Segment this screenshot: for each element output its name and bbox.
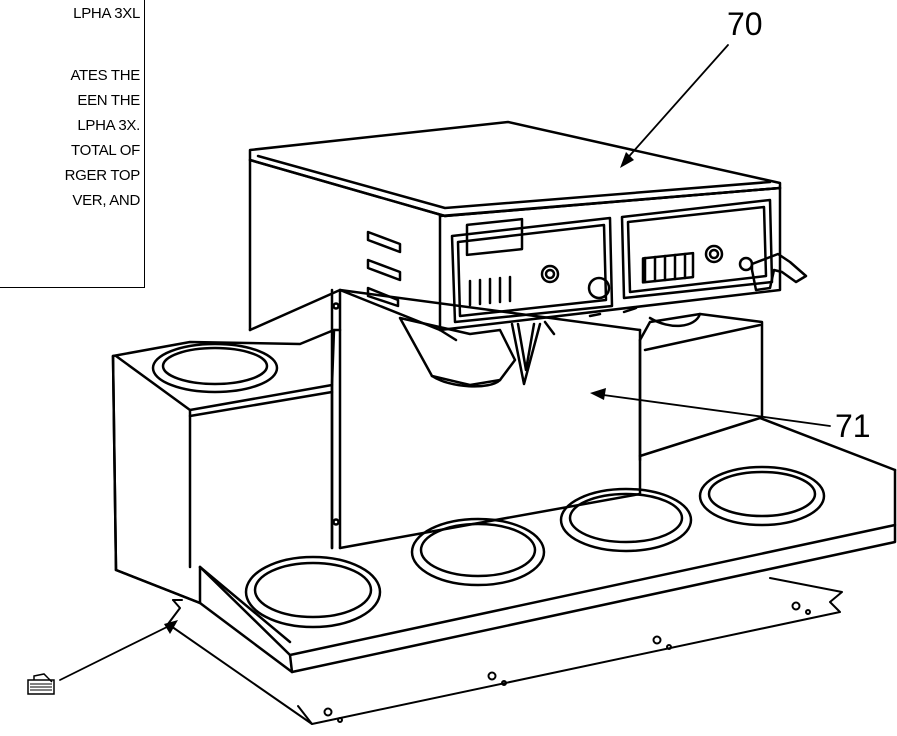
callout-71-label: 71 xyxy=(835,408,871,444)
arrowhead-70 xyxy=(620,152,634,168)
note-line: LPHA 3XL xyxy=(73,5,140,22)
note-box: LPHA 3XL ATES THE EEN THE LPHA 3X. TOTAL… xyxy=(0,0,145,288)
brewer-body xyxy=(248,120,808,332)
splash-panel xyxy=(330,288,642,550)
warmer-plates xyxy=(151,312,826,629)
leader-lines xyxy=(59,44,831,681)
bottom-plate xyxy=(167,577,843,725)
left-warmer-stand xyxy=(111,328,336,572)
note-line: RGER TOP xyxy=(64,167,141,184)
arrowhead-plate xyxy=(164,620,178,634)
brew-funnel xyxy=(398,306,638,388)
base-tray xyxy=(111,328,897,674)
keyboard-note-icon xyxy=(27,673,55,695)
callout-70-label: 70 xyxy=(727,6,763,42)
arrowhead-71 xyxy=(590,388,606,400)
note-line: EEN THE xyxy=(77,92,140,109)
note-line: LPHA 3X. xyxy=(77,117,140,134)
right-warmer-stand xyxy=(638,312,764,462)
note-line: VER, AND xyxy=(72,192,140,209)
note-line: ATES THE xyxy=(70,67,140,84)
note-line: TOTAL OF xyxy=(71,142,140,159)
